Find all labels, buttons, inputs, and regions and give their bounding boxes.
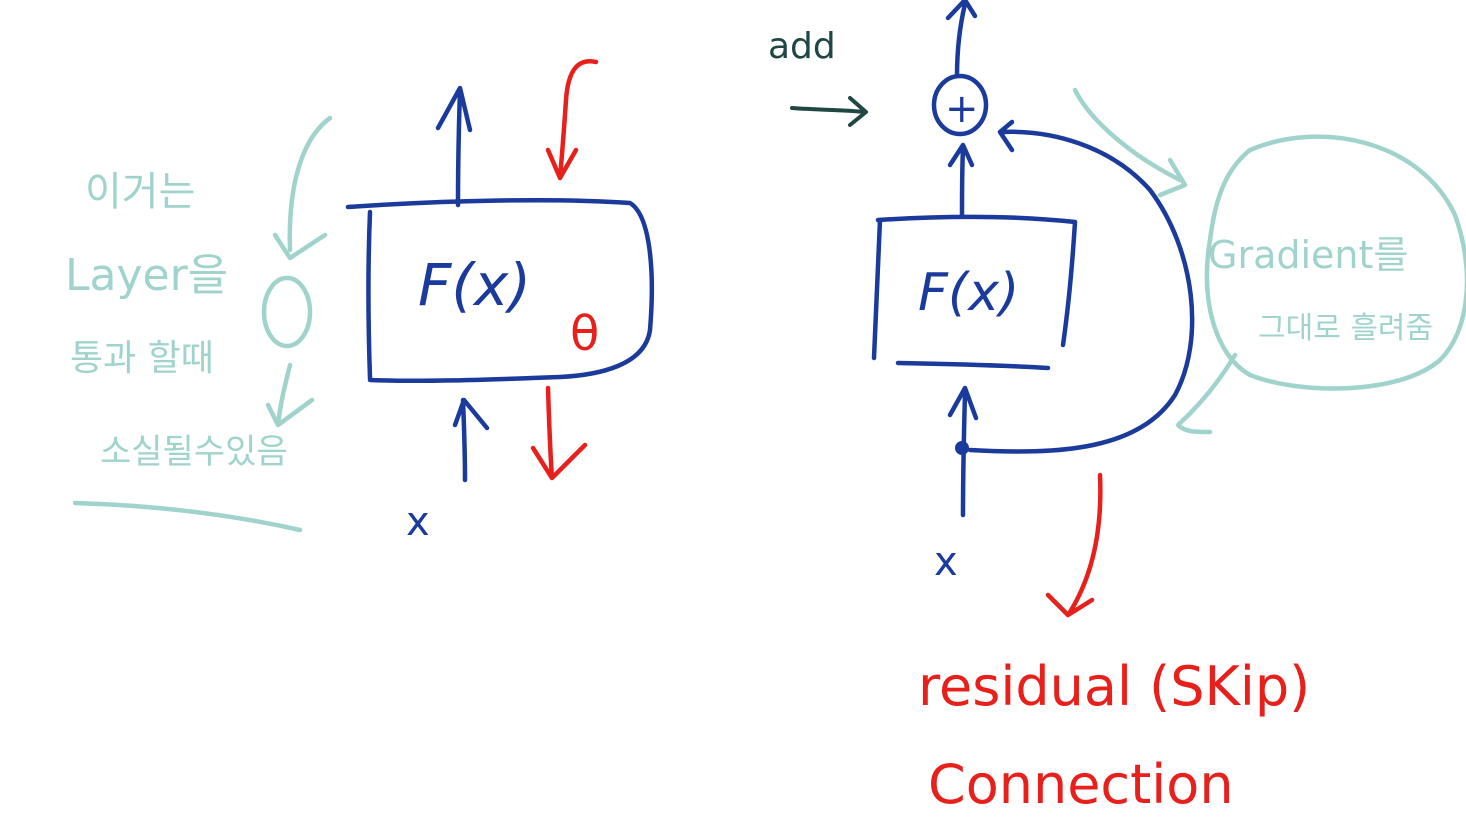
right-block-box	[871, 214, 1078, 371]
left-block-box	[345, 197, 655, 384]
right-block: F(x) x + add	[768, 0, 1195, 585]
left-backward-top-arrow	[545, 59, 599, 181]
vanish-zero-circle	[261, 275, 313, 349]
left-note: 이거는 Layer을 통과 할때 소실될수있음	[65, 115, 333, 533]
right-top-output-arrow	[945, 0, 978, 79]
left-note-underline	[72, 500, 303, 533]
right-note-line-1: Gradient를	[1208, 233, 1408, 277]
add-plus-symbol: +	[945, 86, 979, 132]
right-input-x: x	[934, 539, 958, 585]
left-function-label: F(x)	[418, 251, 531, 319]
left-note-line-3: 통과 할때	[70, 338, 214, 379]
vanish-arrow-top	[272, 115, 333, 261]
left-input-x: x	[406, 499, 430, 545]
add-circle	[931, 73, 989, 137]
right-note-arrow-top	[1072, 87, 1188, 198]
right-output-arrow	[947, 142, 975, 218]
vanish-arrow-bottom	[265, 362, 315, 428]
skip-connection-curve	[967, 119, 1195, 454]
left-theta-label: θ	[570, 306, 599, 362]
add-label: add	[768, 26, 836, 67]
right-note-line-2: 그대로 흘려줌	[1258, 311, 1433, 346]
right-note: Gradient를 그대로 흘려줌	[1072, 87, 1466, 435]
left-note-line-4: 소실될수있음	[100, 432, 288, 472]
left-backward-bottom-arrow	[530, 385, 588, 481]
left-forward-input-arrow	[452, 397, 490, 483]
residual-label-group: residual (SKip) Connection	[918, 472, 1310, 816]
left-note-line-1: 이거는	[85, 169, 195, 215]
skip-branch-dot	[955, 441, 969, 455]
right-note-arrow-bottom	[1175, 352, 1238, 435]
left-block: F(x) θ x	[345, 59, 655, 545]
add-pointer-arrow	[790, 96, 868, 127]
residual-pointer-arrow	[1045, 472, 1103, 618]
right-note-bubble	[1204, 134, 1466, 391]
residual-label-line-1: residual (SKip)	[918, 655, 1310, 718]
left-forward-output-arrow	[435, 85, 473, 208]
left-note-line-2: Layer을	[65, 250, 228, 301]
residual-label-line-2: Connection	[928, 753, 1234, 816]
right-function-label: F(x)	[918, 263, 1019, 323]
